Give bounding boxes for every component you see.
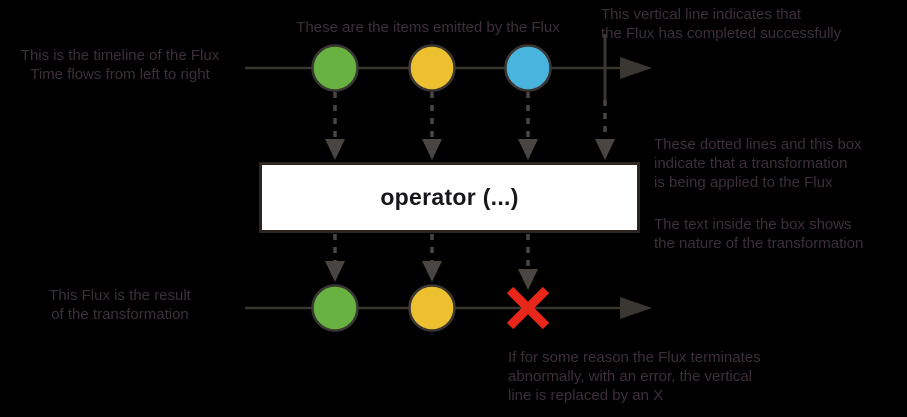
result-timeline: [245, 284, 652, 332]
input-transformation-arrows: [325, 92, 615, 160]
annotation-result-timeline: This Flux is the result of the transform…: [49, 287, 191, 323]
input-arrowhead-2: [422, 139, 442, 160]
annotation-source-timeline: This is the timeline of the Flux Time fl…: [20, 47, 220, 83]
result-marble-green: [311, 284, 359, 332]
result-timeline-arrowhead: [620, 297, 652, 319]
source-marble-blue: [504, 44, 552, 92]
input-arrowhead-4: [595, 139, 615, 160]
output-arrowhead-2: [422, 261, 442, 282]
error-x-stroke-2: [506, 286, 550, 330]
operator-box-label: operator (...): [380, 184, 519, 210]
output-arrowhead-1: [325, 261, 345, 282]
output-arrowhead-3: [518, 269, 538, 290]
source-timeline: [245, 34, 652, 102]
operator-box: operator (...): [259, 162, 640, 233]
annotation-transformation: These dotted lines and this box indicate…: [654, 136, 862, 191]
annotation-box-text-meaning: The text inside the box shows the nature…: [654, 216, 864, 252]
input-arrowhead-1: [325, 139, 345, 160]
source-marble-green: [311, 44, 359, 92]
annotation-items-emitted: These are the items emitted by the Flux: [296, 19, 560, 36]
input-arrowhead-3: [518, 139, 538, 160]
result-marble-yellow: [408, 284, 456, 332]
source-timeline-arrowhead: [620, 57, 652, 79]
annotation-completion-line: This vertical line indicates that the Fl…: [601, 6, 842, 42]
source-marble-yellow: [408, 44, 456, 92]
error-x-marker: [506, 286, 550, 330]
output-transformation-arrows: [325, 234, 538, 290]
annotation-error-note: If for some reason the Flux terminates a…: [508, 349, 761, 404]
